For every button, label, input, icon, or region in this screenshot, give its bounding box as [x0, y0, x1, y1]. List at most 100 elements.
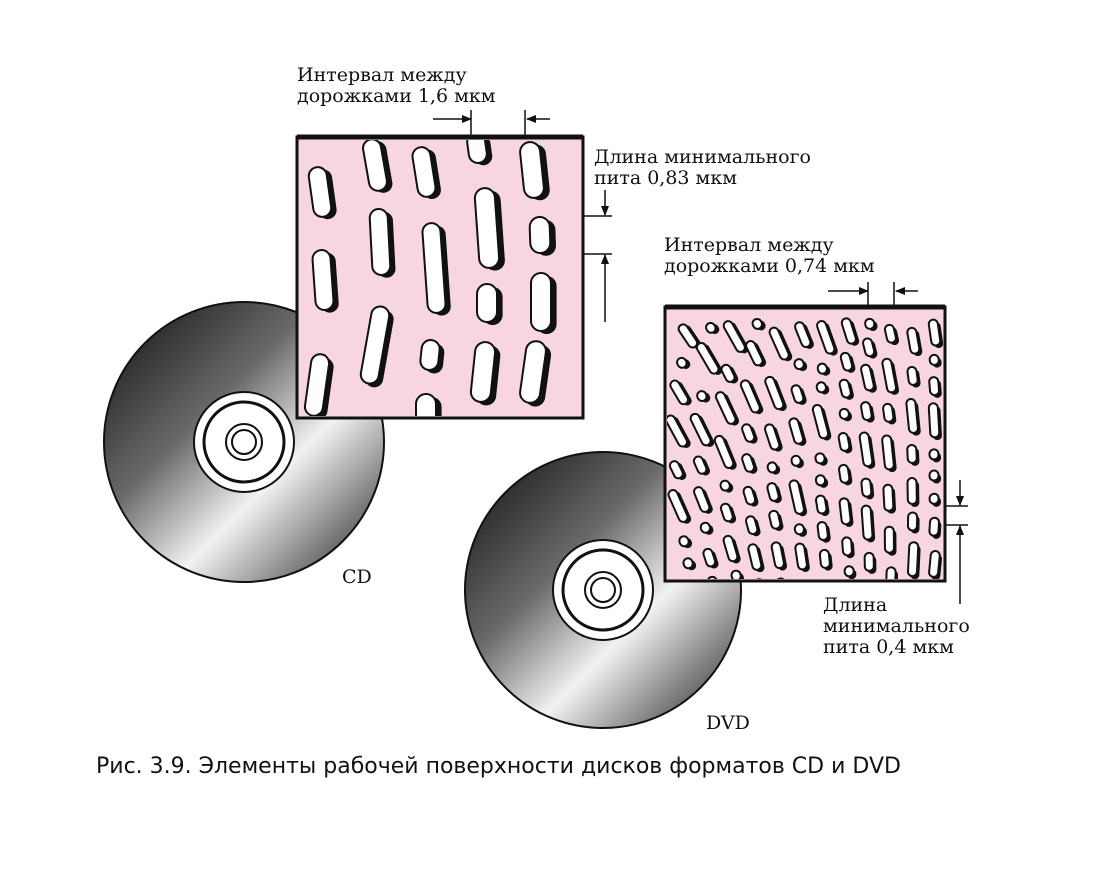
pit	[766, 482, 782, 504]
pit	[793, 358, 808, 372]
pit	[695, 341, 723, 375]
pit	[766, 461, 781, 475]
pit	[840, 317, 860, 346]
dvd-min-pit-line1: Длина	[823, 594, 887, 616]
pit	[719, 479, 734, 493]
pit	[368, 208, 396, 278]
pit	[677, 323, 701, 349]
pit	[668, 460, 687, 480]
pit	[741, 453, 758, 474]
pit	[815, 381, 830, 395]
pit	[469, 341, 501, 406]
pit	[744, 515, 761, 537]
pit	[790, 454, 804, 469]
pit	[530, 272, 557, 334]
pit	[860, 401, 875, 423]
dvd-min-pit-line3: пита 0,4 мкм	[823, 636, 954, 658]
pit	[811, 404, 832, 441]
pit	[362, 140, 393, 193]
pit	[818, 548, 833, 571]
pit	[706, 575, 723, 579]
cd-track-pitch-line1: Интервал между	[297, 64, 467, 86]
pit	[415, 393, 442, 416]
pit	[788, 417, 807, 446]
dvd-pits	[667, 317, 943, 579]
pit	[881, 357, 900, 395]
pit	[906, 477, 920, 507]
pit	[466, 140, 493, 166]
pit	[722, 320, 749, 354]
pit	[719, 502, 737, 524]
pit	[669, 379, 692, 406]
pit	[841, 536, 855, 559]
dvd-label: DVD	[706, 712, 750, 734]
pit	[519, 340, 552, 407]
pit	[770, 541, 788, 571]
pit	[790, 384, 807, 405]
pit	[768, 509, 784, 531]
pit	[411, 146, 441, 199]
pit	[906, 365, 921, 388]
pit	[906, 541, 921, 579]
pit	[768, 326, 793, 362]
pit	[885, 566, 899, 579]
pit	[928, 469, 942, 484]
pit	[928, 492, 942, 507]
dvd-surface-panel	[663, 304, 947, 583]
pit	[689, 412, 715, 447]
dvd-min-pit-annotation: Длина минимального пита 0,4 мкм	[823, 480, 970, 658]
pit	[739, 379, 764, 415]
pit	[928, 353, 942, 368]
pit	[692, 455, 711, 476]
pit	[862, 337, 878, 359]
pit	[667, 414, 691, 448]
dvd-track-pitch-line1: Интервал между	[664, 234, 834, 256]
pit	[722, 534, 741, 564]
pit	[906, 443, 920, 466]
pit	[815, 494, 830, 517]
cd-min-pit-line2: пита 0,83 мкм	[594, 167, 737, 189]
pit	[837, 432, 853, 454]
cd-min-pit-line1: Длина минимального	[594, 146, 811, 168]
pit	[883, 323, 900, 346]
pit	[528, 216, 556, 256]
pit	[858, 431, 876, 469]
pit	[764, 375, 787, 412]
pit	[747, 543, 765, 573]
pit	[682, 557, 697, 571]
pit	[814, 452, 828, 466]
cd-surface-panel	[295, 134, 585, 420]
pit	[882, 402, 897, 425]
pit	[745, 340, 767, 367]
pit	[359, 305, 394, 388]
pit	[928, 516, 942, 539]
pit	[421, 222, 451, 316]
pit	[928, 549, 942, 579]
pit	[720, 363, 739, 384]
pit	[676, 356, 691, 369]
pit	[928, 376, 942, 398]
pit	[839, 351, 856, 373]
pit	[794, 542, 810, 572]
pit	[419, 339, 445, 374]
pit	[863, 551, 877, 574]
pit	[519, 141, 550, 201]
pit	[860, 477, 875, 500]
pit	[702, 547, 719, 569]
pit	[696, 390, 711, 403]
pit	[860, 363, 877, 393]
pit	[793, 523, 807, 537]
pit	[838, 463, 853, 486]
pit	[775, 577, 791, 579]
pit	[838, 378, 854, 400]
pit	[814, 474, 829, 488]
dvd-track-pitch-line2: дорожками 0,74 мкм	[664, 255, 875, 277]
pit	[838, 497, 854, 527]
pit	[699, 521, 714, 535]
cd-label: CD	[342, 566, 372, 588]
pit	[742, 485, 759, 507]
dvd-track-pitch-annotation: Интервал между дорожками 0,74 мкм	[664, 234, 918, 307]
pit	[693, 486, 713, 514]
pit	[905, 398, 921, 436]
pit	[303, 353, 334, 416]
